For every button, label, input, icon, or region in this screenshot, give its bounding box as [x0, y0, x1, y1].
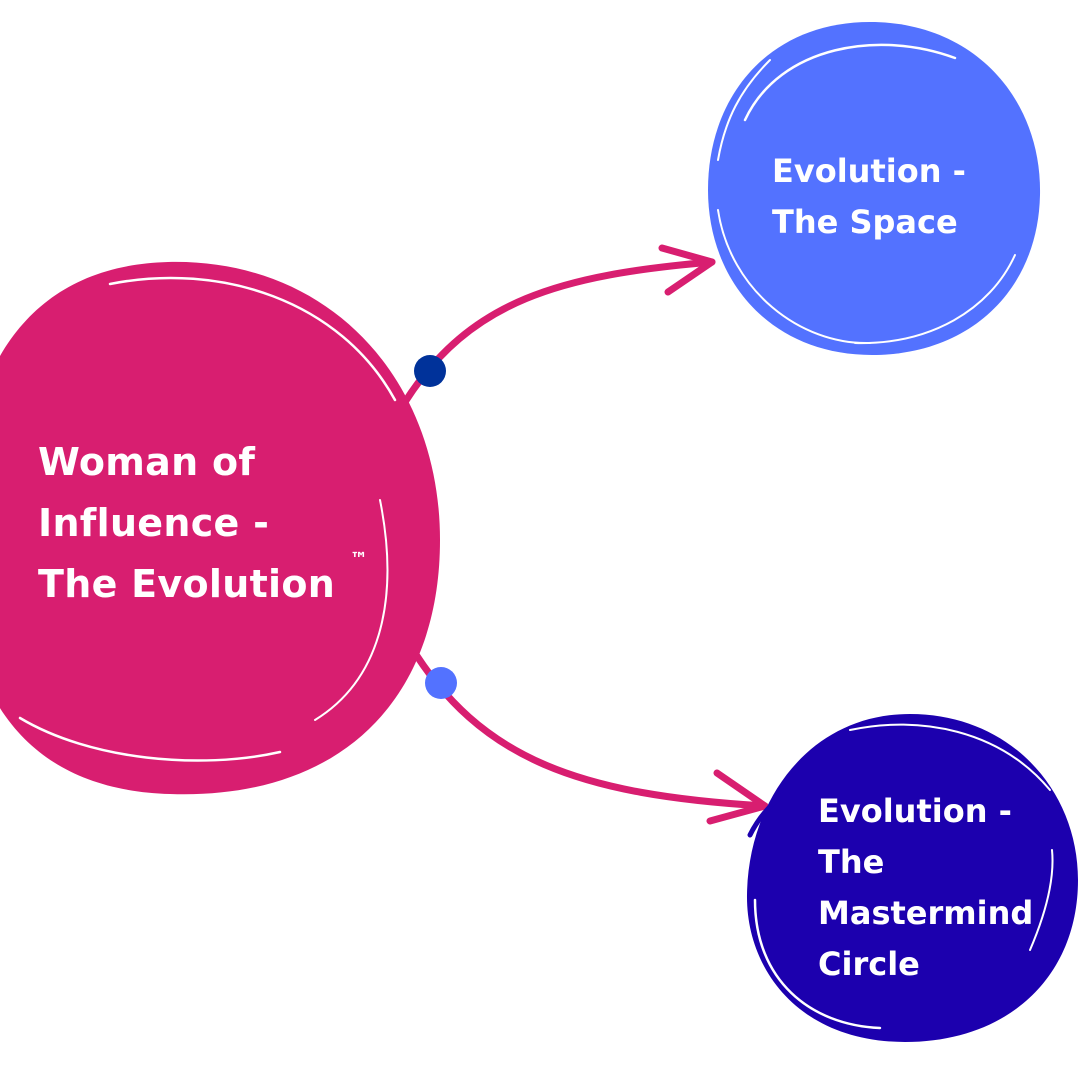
- main-node-line: Woman of: [38, 440, 256, 484]
- space-node-label: Evolution - The Space: [772, 146, 966, 248]
- mastermind-node-label: Evolution - The Mastermind Circle: [818, 786, 1033, 990]
- mastermind-node: [746, 714, 1078, 1042]
- space-node-line: The Space: [772, 203, 958, 241]
- arrowhead-icon: [658, 244, 716, 296]
- main-node-line: The Evolution: [38, 562, 336, 606]
- main-node: [0, 261, 440, 795]
- mastermind-node-line: Evolution -: [818, 792, 1012, 830]
- mastermind-node-line: Mastermind: [818, 894, 1034, 932]
- connector-to-mastermind: [406, 641, 769, 825]
- main-node-label: Woman of Influence - The Evolution: [38, 432, 335, 615]
- mastermind-node-line: The: [818, 843, 885, 881]
- arrowhead-icon: [706, 769, 769, 825]
- main-node-line: Influence -: [38, 501, 270, 545]
- mastermind-node-line: Circle: [818, 945, 920, 983]
- connector-to-space: [401, 244, 716, 406]
- connector-dot: [414, 355, 446, 387]
- connector-dot: [425, 667, 457, 699]
- space-node: [708, 22, 1041, 355]
- trademark-symbol: ™: [350, 549, 368, 570]
- space-node-line: Evolution -: [772, 152, 966, 190]
